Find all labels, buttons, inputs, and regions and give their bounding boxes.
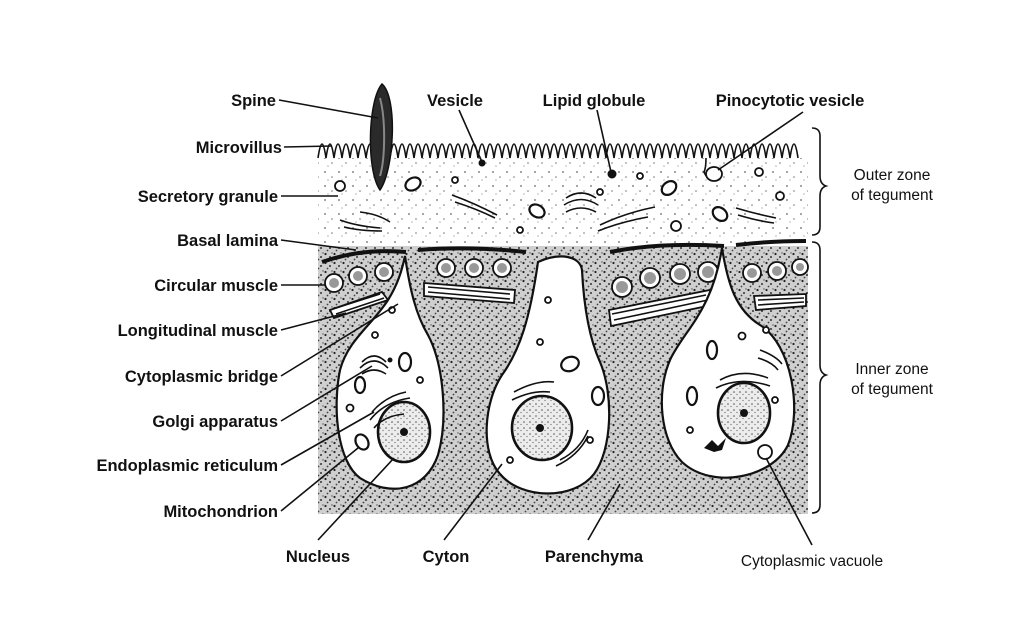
label-cytoplasmic-bridge: Cytoplasmic bridge bbox=[125, 368, 278, 386]
nuclei bbox=[376, 381, 772, 464]
pinocytotic-vesicle bbox=[705, 166, 723, 182]
label-cyton: Cyton bbox=[423, 548, 470, 566]
label-nucleus: Nucleus bbox=[286, 548, 350, 566]
tissue-block bbox=[317, 82, 809, 514]
label-lipid-globule: Lipid globule bbox=[543, 92, 646, 110]
label-pinocytotic-vesicle: Pinocytotic vesicle bbox=[716, 92, 865, 110]
labels: Spine Microvillus Secretory granule Basa… bbox=[96, 92, 933, 570]
spine-highlight bbox=[379, 97, 386, 177]
label-basal-lamina: Basal lamina bbox=[177, 232, 279, 250]
zone-braces bbox=[811, 127, 829, 514]
label-microvillus: Microvillus bbox=[196, 139, 282, 157]
outer-zone-organelles bbox=[334, 159, 785, 234]
label-secretory-granule: Secretory granule bbox=[138, 188, 278, 206]
label-endoplasmic-reticulum: Endoplasmic reticulum bbox=[96, 457, 278, 475]
inner-zone-brace bbox=[811, 241, 829, 514]
microvilli-border bbox=[317, 143, 799, 159]
label-inner-zone-line2: of tegument bbox=[851, 381, 934, 398]
label-inner-zone-line1: Inner zone bbox=[855, 361, 928, 378]
label-mitochondrion: Mitochondrion bbox=[163, 503, 278, 521]
spine bbox=[369, 82, 394, 192]
label-outer-zone-line1: Outer zone bbox=[854, 167, 931, 184]
label-parenchyma: Parenchyma bbox=[545, 548, 644, 566]
label-vesicle: Vesicle bbox=[427, 92, 483, 110]
circular-muscles bbox=[324, 258, 809, 298]
label-circular-muscle: Circular muscle bbox=[154, 277, 278, 295]
basal-lamina bbox=[321, 239, 807, 264]
outer-zone-region bbox=[318, 158, 808, 246]
label-longitudinal-muscle: Longitudinal muscle bbox=[118, 322, 278, 340]
label-cytoplasmic-vacuole: Cytoplasmic vacuole bbox=[741, 553, 883, 570]
cell-organelles bbox=[345, 296, 783, 467]
label-spine: Spine bbox=[231, 92, 276, 110]
label-outer-zone-line2: of tegument bbox=[851, 187, 934, 204]
label-golgi-apparatus: Golgi apparatus bbox=[152, 413, 278, 431]
leader-lines bbox=[278, 99, 813, 546]
outer-zone-brace bbox=[811, 127, 829, 236]
